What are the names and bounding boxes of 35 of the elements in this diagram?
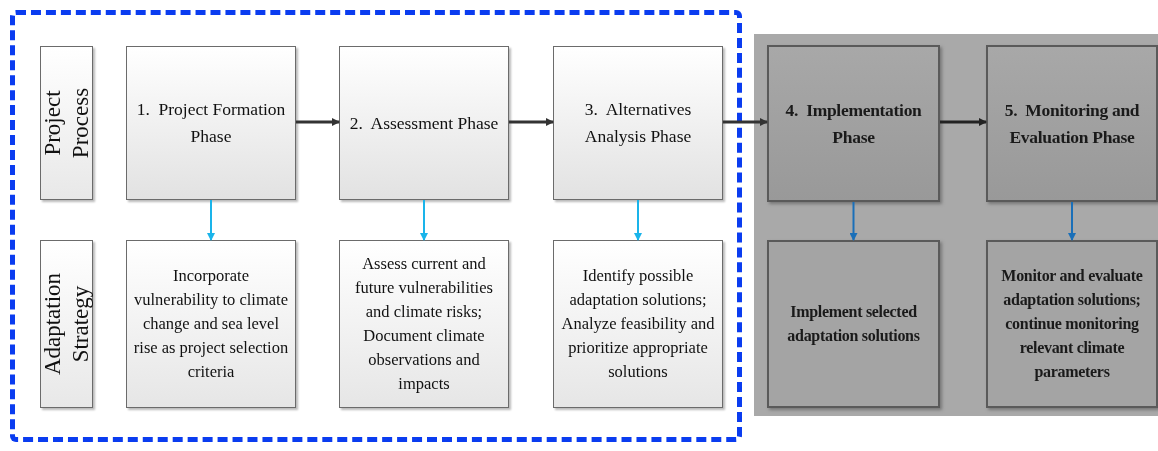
phase-box <box>767 45 940 202</box>
arrow <box>1068 201 1076 241</box>
strategy-box <box>126 240 296 408</box>
phase-box <box>986 45 1158 202</box>
arrow <box>634 199 642 241</box>
arrow <box>296 118 340 126</box>
dashed-frame <box>10 10 742 442</box>
row-header-text: Adaptation Strategy <box>38 271 94 378</box>
strategy-box <box>553 240 723 408</box>
phase-title: 3. Alternatives Analysis Phase <box>583 98 693 148</box>
arrow <box>207 199 215 241</box>
strategy-box <box>339 240 509 408</box>
arrow <box>420 199 428 241</box>
phase-title: 5. Monitoring and Evaluation Phase <box>1003 98 1141 149</box>
phase-box <box>553 46 723 200</box>
phase-box <box>339 46 509 200</box>
shaded-panel <box>754 34 1158 416</box>
phase-title: 4. Implementation Phase <box>784 98 923 149</box>
phase-title: 1. Project Formation Phase <box>135 98 287 148</box>
strategy-text: Implement selected adaptation solutions <box>786 302 921 347</box>
strategy-text: Monitor and evaluate adaptation solutions; continue monitoring relevant climate parameters <box>1000 266 1144 383</box>
strategy-text: Incorporate vulnerability to climate change and sea level rise as project selection criteria <box>132 265 290 383</box>
strategy-text: Identify possible adaptation solutions; Analyze feasibility and prioritize appropriate solutions <box>560 265 716 383</box>
phase-title: 2. Assessment Phase <box>348 111 500 135</box>
strategy-text: Assess current and future vulnerabilities and climate risks; Document climate observations and impacts <box>354 253 494 395</box>
arrow <box>509 118 554 126</box>
arrow <box>940 118 987 126</box>
arrow <box>849 201 858 241</box>
row-header-box <box>40 240 93 408</box>
strategy-box <box>767 240 940 408</box>
row-header-box <box>40 46 93 200</box>
strategy-box <box>986 240 1158 408</box>
arrow <box>723 118 768 126</box>
row-header-text: Project Process <box>38 86 94 161</box>
phase-box <box>126 46 296 200</box>
